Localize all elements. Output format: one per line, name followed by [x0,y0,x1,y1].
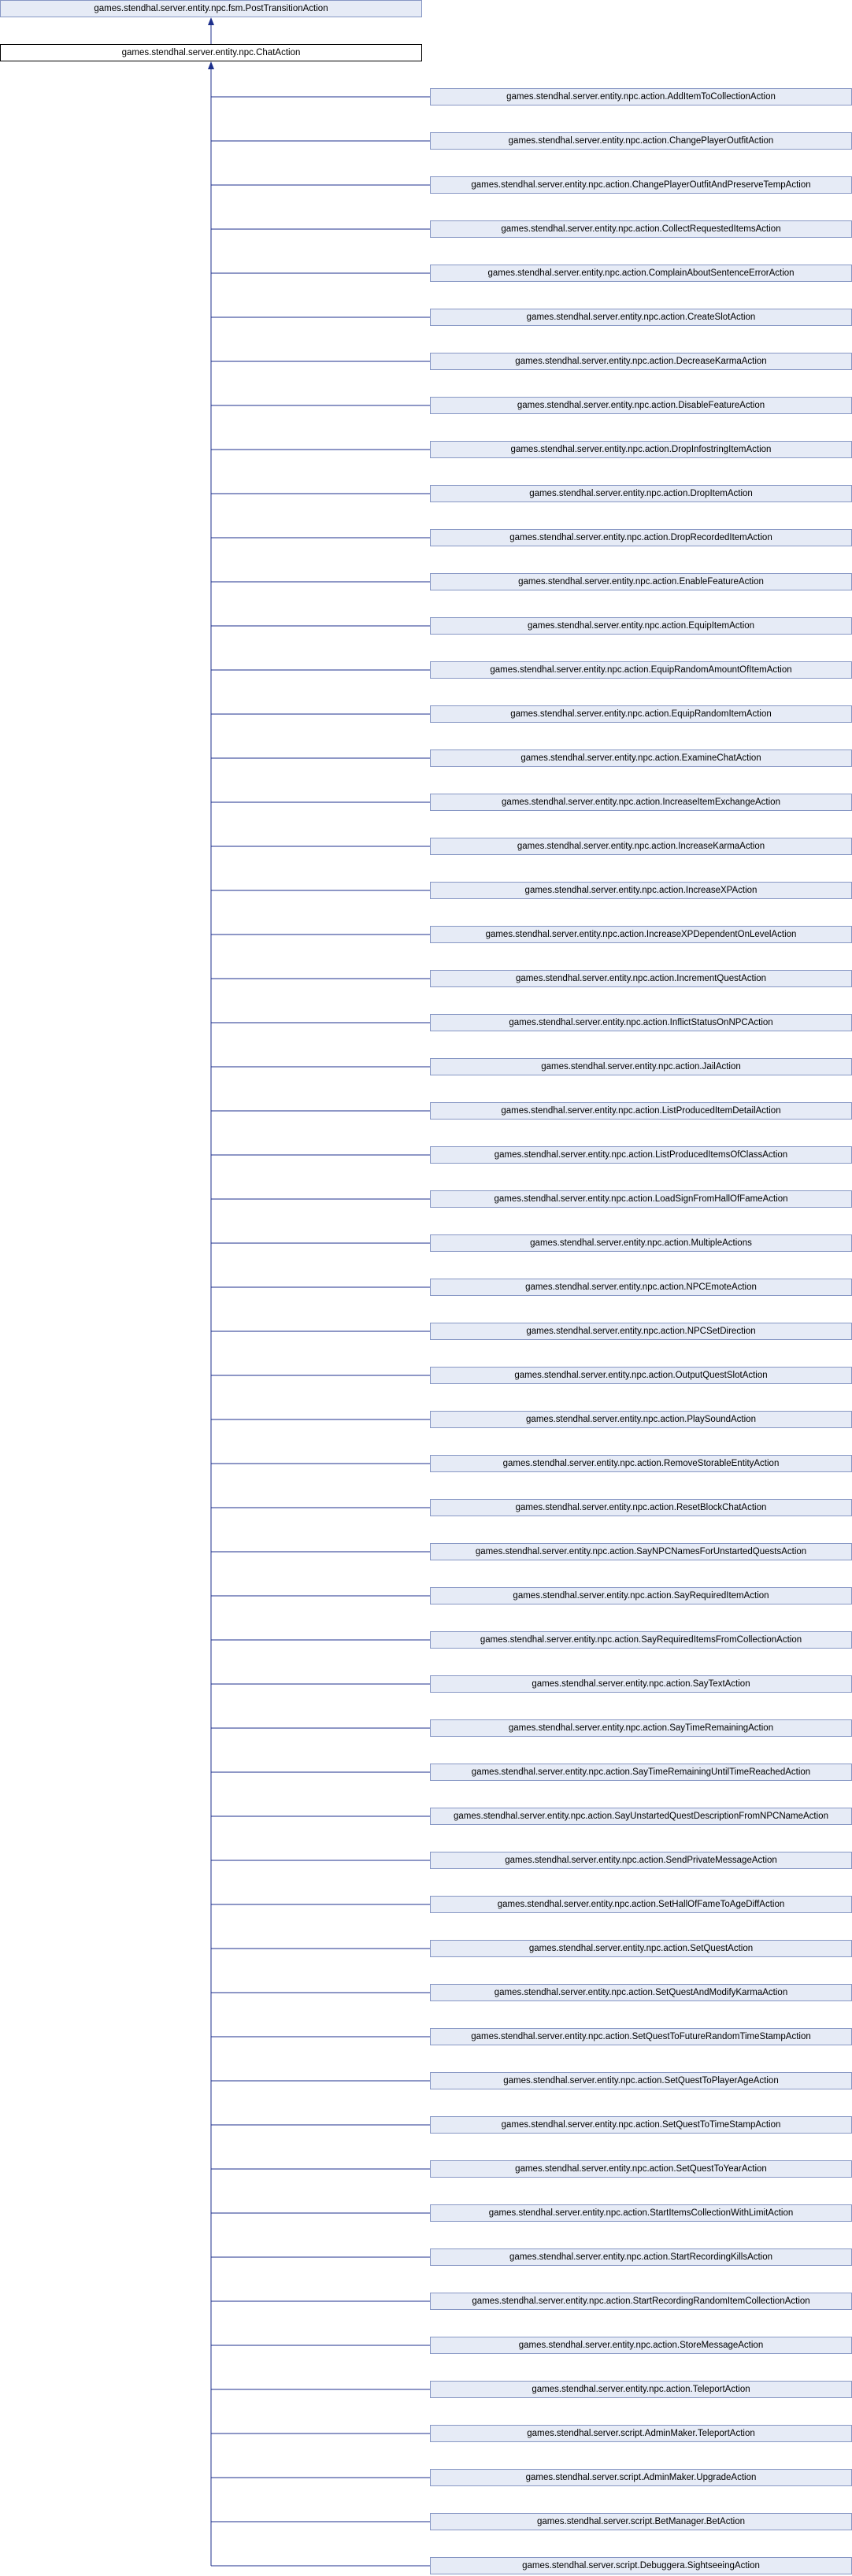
subclass-node[interactable]: games.stendhal.server.entity.npc.action.… [430,1279,852,1296]
subclass-node[interactable]: games.stendhal.server.entity.npc.action.… [430,661,852,679]
subclass-node[interactable]: games.stendhal.server.entity.npc.action.… [430,1631,852,1649]
subclass-node[interactable]: games.stendhal.server.entity.npc.action.… [430,1411,852,1428]
subclass-node[interactable]: games.stendhal.server.entity.npc.action.… [430,1102,852,1120]
subclass-node[interactable]: games.stendhal.server.entity.npc.action.… [430,485,852,502]
subclass-node[interactable]: games.stendhal.server.entity.npc.action.… [430,309,852,326]
subclass-node[interactable]: games.stendhal.server.script.BetManager.… [430,2513,852,2530]
current-class-node: games.stendhal.server.entity.npc.ChatAct… [0,44,422,61]
subclass-node[interactable]: games.stendhal.server.entity.npc.action.… [430,2028,852,2045]
subclass-node[interactable]: games.stendhal.server.entity.npc.action.… [430,1146,852,1164]
subclass-node[interactable]: games.stendhal.server.entity.npc.action.… [430,176,852,194]
subclass-node[interactable]: games.stendhal.server.entity.npc.action.… [430,970,852,987]
subclass-node[interactable]: games.stendhal.server.entity.npc.action.… [430,1234,852,1252]
arrowhead-to-parent [208,17,214,25]
subclass-node[interactable]: games.stendhal.server.entity.npc.action.… [430,1323,852,1340]
subclass-node[interactable]: games.stendhal.server.entity.npc.action.… [430,1190,852,1208]
subclass-node[interactable]: games.stendhal.server.entity.npc.action.… [430,529,852,546]
subclass-node[interactable]: games.stendhal.server.script.AdminMaker.… [430,2469,852,2486]
subclass-node[interactable]: games.stendhal.server.entity.npc.action.… [430,705,852,723]
subclass-node[interactable]: games.stendhal.server.entity.npc.action.… [430,265,852,282]
subclass-node[interactable]: games.stendhal.server.entity.npc.action.… [430,1675,852,1693]
subclass-node[interactable]: games.stendhal.server.entity.npc.action.… [430,882,852,899]
subclass-node[interactable]: games.stendhal.server.entity.npc.action.… [430,1058,852,1075]
subclass-node[interactable]: games.stendhal.server.entity.npc.action.… [430,1764,852,1781]
subclass-node[interactable]: games.stendhal.server.script.Debuggera.S… [430,2557,852,2574]
subclass-node[interactable]: games.stendhal.server.entity.npc.action.… [430,1984,852,2001]
subclass-node[interactable]: games.stendhal.server.entity.npc.action.… [430,2293,852,2310]
subclass-node[interactable]: games.stendhal.server.entity.npc.action.… [430,2116,852,2134]
subclass-node[interactable]: games.stendhal.server.entity.npc.action.… [430,1719,852,1737]
subclass-node[interactable]: games.stendhal.server.entity.npc.action.… [430,441,852,458]
subclass-node[interactable]: games.stendhal.server.entity.npc.action.… [430,1587,852,1604]
subclass-node[interactable]: games.stendhal.server.entity.npc.action.… [430,1455,852,1472]
subclass-node[interactable]: games.stendhal.server.entity.npc.action.… [430,1367,852,1384]
subclass-node[interactable]: games.stendhal.server.entity.npc.action.… [430,88,852,105]
subclass-node[interactable]: games.stendhal.server.entity.npc.action.… [430,2248,852,2266]
subclass-node[interactable]: games.stendhal.server.entity.npc.action.… [430,1940,852,1957]
parent-class-node[interactable]: games.stendhal.server.entity.npc.fsm.Pos… [0,0,422,17]
subclass-node[interactable]: games.stendhal.server.entity.npc.action.… [430,573,852,590]
subclass-node[interactable]: games.stendhal.server.entity.npc.action.… [430,132,852,150]
subclass-node[interactable]: games.stendhal.server.entity.npc.action.… [430,2381,852,2398]
subclass-node[interactable]: games.stendhal.server.entity.npc.action.… [430,1499,852,1516]
subclass-node[interactable]: games.stendhal.server.entity.npc.action.… [430,1896,852,1913]
subclass-node[interactable]: games.stendhal.server.script.AdminMaker.… [430,2425,852,2442]
subclass-node[interactable]: games.stendhal.server.entity.npc.action.… [430,353,852,370]
subclass-node[interactable]: games.stendhal.server.entity.npc.action.… [430,2072,852,2089]
subclass-node[interactable]: games.stendhal.server.entity.npc.action.… [430,397,852,414]
subclass-node[interactable]: games.stendhal.server.entity.npc.action.… [430,2337,852,2354]
subclass-node[interactable]: games.stendhal.server.entity.npc.action.… [430,617,852,635]
subclass-node[interactable]: games.stendhal.server.entity.npc.action.… [430,794,852,811]
subclass-node[interactable]: games.stendhal.server.entity.npc.action.… [430,749,852,767]
subclass-node[interactable]: games.stendhal.server.entity.npc.action.… [430,838,852,855]
subclass-node[interactable]: games.stendhal.server.entity.npc.action.… [430,1852,852,1869]
subclass-node[interactable]: games.stendhal.server.entity.npc.action.… [430,2160,852,2178]
subclass-node[interactable]: games.stendhal.server.entity.npc.action.… [430,2204,852,2222]
subclass-node[interactable]: games.stendhal.server.entity.npc.action.… [430,1808,852,1825]
subclass-node[interactable]: games.stendhal.server.entity.npc.action.… [430,926,852,943]
subclass-node[interactable]: games.stendhal.server.entity.npc.action.… [430,1014,852,1031]
subclass-node[interactable]: games.stendhal.server.entity.npc.action.… [430,1543,852,1560]
subclass-node[interactable]: games.stendhal.server.entity.npc.action.… [430,220,852,238]
arrowhead-to-current [208,61,214,69]
